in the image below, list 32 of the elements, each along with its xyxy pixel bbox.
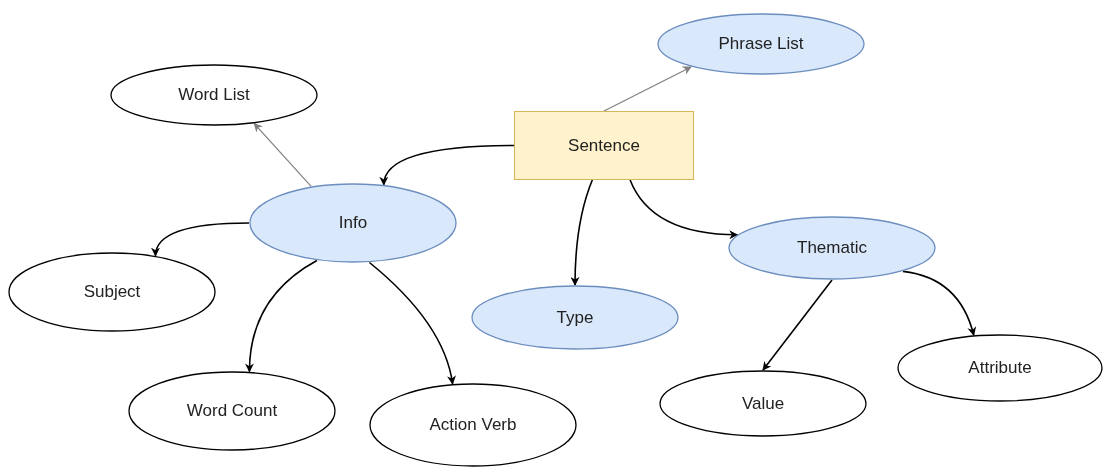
ellipse-node xyxy=(897,334,1103,402)
ellipse-node xyxy=(128,371,336,451)
ellipse-node xyxy=(249,183,457,263)
node-label: Attribute xyxy=(968,357,1032,380)
arrow xyxy=(902,270,976,336)
ellipse-node xyxy=(728,216,936,280)
ellipse-node xyxy=(8,252,216,332)
arrow xyxy=(603,66,692,112)
ellipse-node xyxy=(657,13,865,75)
node-label: Thematic xyxy=(797,237,867,260)
node-label: Phrase List xyxy=(718,33,804,56)
arrow xyxy=(152,222,250,257)
arrow xyxy=(245,259,318,373)
node-label: Word Count xyxy=(186,400,278,423)
node-label: Action Verb xyxy=(429,414,517,437)
arrow xyxy=(629,179,739,240)
ellipse-node xyxy=(471,285,679,350)
node-label: Type xyxy=(556,306,594,329)
ellipse-node xyxy=(369,383,577,467)
arrow xyxy=(368,261,456,385)
arrow xyxy=(570,179,594,286)
process-box xyxy=(514,111,694,180)
ellipse-node xyxy=(659,370,867,437)
node-label: Value xyxy=(741,392,785,415)
node-label: Word List xyxy=(178,84,250,107)
node-label: Info xyxy=(338,212,368,235)
arrow xyxy=(253,122,312,187)
arrow xyxy=(762,279,833,371)
ellipse-node xyxy=(110,64,318,126)
node-label: Sentence xyxy=(568,134,640,157)
arrow xyxy=(380,144,515,186)
node-label: Subject xyxy=(83,281,141,304)
